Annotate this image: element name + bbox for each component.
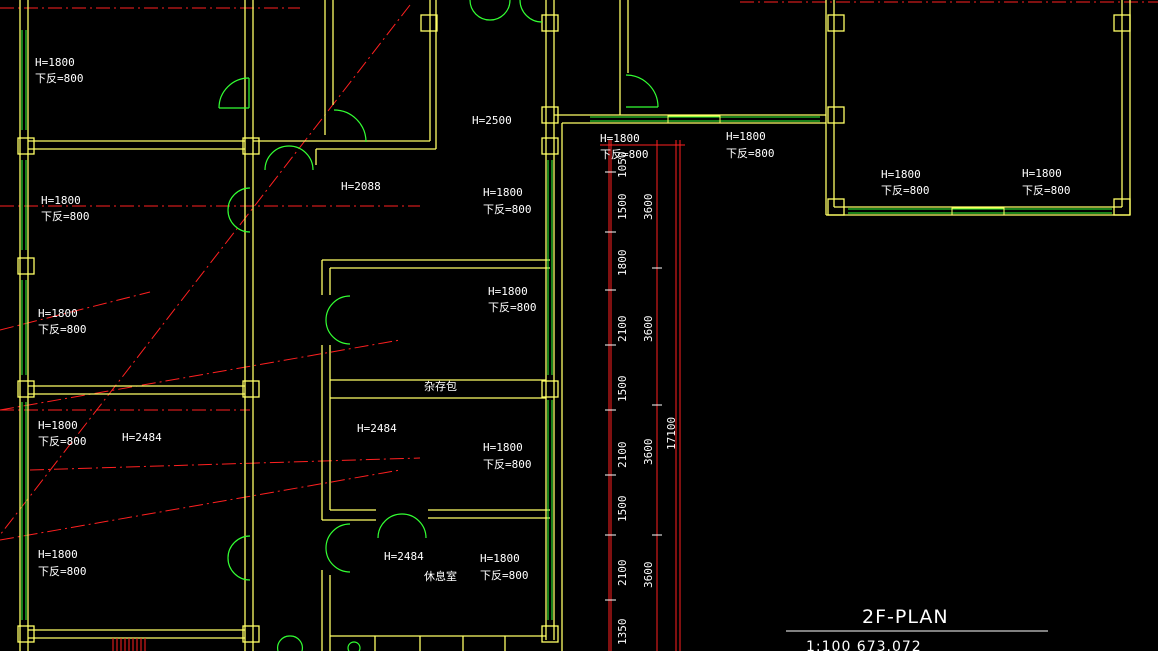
dim-2100: 2100 bbox=[616, 316, 629, 343]
label-room-lounge: 休息室 bbox=[424, 569, 457, 583]
drawing-scale: 1:100 673.072 bbox=[806, 639, 922, 651]
dim-17100: 17100 bbox=[665, 417, 678, 450]
label-h2484: H=2484 bbox=[357, 422, 397, 435]
label-h1800: H=1800 bbox=[480, 552, 520, 565]
label-sill800: 下反=800 bbox=[483, 203, 532, 216]
label-sill800: 下反=800 bbox=[600, 148, 649, 161]
drawing-title: 2F-PLAN bbox=[862, 606, 949, 628]
stair-hatch bbox=[112, 638, 146, 651]
label-sill800: 下反=800 bbox=[1022, 184, 1071, 197]
label-h1800: H=1800 bbox=[35, 56, 75, 69]
label-room-storage: 杂存包 bbox=[424, 379, 457, 393]
dim-1050: 1050 bbox=[616, 152, 629, 179]
label-h1800: H=1800 bbox=[881, 168, 921, 181]
label-h1800: H=1800 bbox=[38, 548, 78, 561]
dimension-texts: 1050 1500 1800 2100 1500 2100 1500 2100 … bbox=[616, 152, 678, 646]
dim-3600: 3600 bbox=[642, 439, 655, 466]
dim-2100: 2100 bbox=[616, 560, 629, 587]
dim-1500: 1500 bbox=[616, 194, 629, 221]
label-sill800: 下反=800 bbox=[35, 72, 84, 85]
label-h2088: H=2088 bbox=[341, 180, 381, 193]
label-h1800: H=1800 bbox=[488, 285, 528, 298]
label-sill800: 下反=800 bbox=[726, 147, 775, 160]
dim-3600: 3600 bbox=[642, 316, 655, 343]
label-h2484: H=2484 bbox=[122, 431, 162, 444]
dim-3600: 3600 bbox=[642, 194, 655, 221]
label-h1800: H=1800 bbox=[483, 186, 523, 199]
label-sill800: 下反=800 bbox=[38, 565, 87, 578]
windows bbox=[21, 30, 1112, 620]
label-sill800: 下反=800 bbox=[38, 435, 87, 448]
doors bbox=[218, 0, 659, 651]
label-sill800: 下反=800 bbox=[480, 569, 529, 582]
room-labels: H=1800 下反=800 H=1800 下反=800 H=1800 下反=80… bbox=[35, 56, 1071, 583]
label-h1800: H=1800 bbox=[41, 194, 81, 207]
label-h1800: H=1800 bbox=[1022, 167, 1062, 180]
label-sill800: 下反=800 bbox=[38, 323, 87, 336]
walls bbox=[19, 0, 1131, 651]
label-h1800: H=1800 bbox=[38, 419, 78, 432]
dim-1500: 1500 bbox=[616, 376, 629, 403]
title-block: 2F-PLAN 1:100 673.072 bbox=[786, 606, 1048, 651]
dim-1350: 1350 bbox=[616, 619, 629, 646]
structural-columns bbox=[17, 14, 1131, 643]
label-sill800: 下反=800 bbox=[41, 210, 90, 223]
dim-1500: 1500 bbox=[616, 496, 629, 523]
label-h2484: H=2484 bbox=[384, 550, 424, 563]
label-sill800: 下反=800 bbox=[488, 301, 537, 314]
label-sill800: 下反=800 bbox=[881, 184, 930, 197]
dim-3600: 3600 bbox=[642, 562, 655, 589]
dim-2100: 2100 bbox=[616, 442, 629, 469]
label-sill800: 下反=800 bbox=[483, 458, 532, 471]
label-h2500: H=2500 bbox=[472, 114, 512, 127]
label-h1800: H=1800 bbox=[483, 441, 523, 454]
axis-lines bbox=[0, 1, 1158, 541]
dim-1800: 1800 bbox=[616, 250, 629, 277]
label-h1800: H=1800 bbox=[726, 130, 766, 143]
dimension-ticks bbox=[605, 171, 662, 601]
dimension-lines bbox=[600, 140, 685, 651]
label-h1800: H=1800 bbox=[38, 307, 78, 320]
label-h1800: H=1800 bbox=[600, 132, 640, 145]
